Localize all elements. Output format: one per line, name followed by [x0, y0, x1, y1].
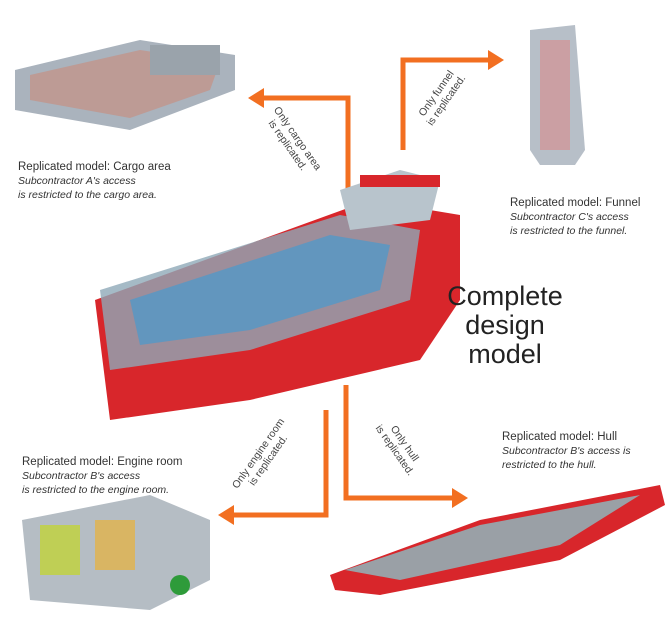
- caption-title: Replicated model: Funnel: [510, 197, 641, 209]
- arrowhead-funnel: [488, 50, 504, 70]
- caption-sub: restricted to the hull.: [502, 459, 597, 471]
- center-label-line: design: [465, 310, 545, 340]
- arrow-hull: [343, 385, 455, 501]
- caption-engine: Replicated model: Engine room Subcontrac…: [22, 455, 182, 497]
- center-label-line: model: [468, 339, 542, 369]
- caption-title: Replicated model: Hull: [502, 431, 618, 443]
- caption-sub: is restricted to the engine room.: [22, 484, 170, 496]
- caption-sub: is restricted to the funnel.: [510, 225, 628, 237]
- caption-sub: Subcontractor B's access is: [502, 445, 631, 457]
- caption-hull: Replicated model: Hull Subcontractor B's…: [502, 430, 631, 472]
- caption-funnel: Replicated model: Funnel Subcontractor C…: [510, 196, 640, 238]
- center-label-line: Complete: [447, 281, 563, 311]
- arrow-engine: [232, 410, 329, 518]
- cargo-area-model: [15, 40, 235, 130]
- complete-ship-model: [95, 170, 460, 420]
- arrow-cargo: [262, 95, 351, 196]
- caption-cargo: Replicated model: Cargo area Subcontract…: [18, 160, 171, 202]
- arrowhead-cargo: [248, 88, 264, 108]
- center-label: Complete design model: [440, 282, 570, 369]
- arrowhead-hull: [452, 488, 468, 508]
- arrowhead-engine: [218, 505, 234, 525]
- caption-sub: Subcontractor B's access: [22, 470, 141, 482]
- hull-model: [330, 485, 665, 595]
- engine-room-model: [22, 495, 210, 610]
- caption-title: Replicated model: Engine room: [22, 456, 183, 468]
- arrow-funnel: [400, 57, 490, 150]
- funnel-model: [530, 25, 585, 165]
- caption-sub: Subcontractor A's access: [18, 175, 136, 187]
- caption-sub: is restricted to the cargo area.: [18, 189, 157, 201]
- caption-title: Replicated model: Cargo area: [18, 161, 171, 173]
- caption-sub: Subcontractor C's access: [510, 211, 629, 223]
